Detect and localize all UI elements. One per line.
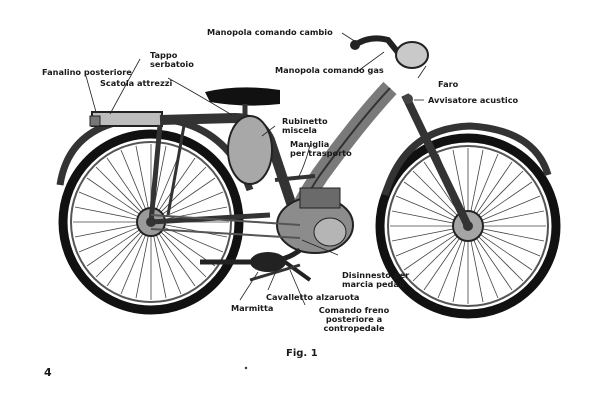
label-stand: Cavalletto alzaruota xyxy=(266,292,360,302)
figure-caption: Fig. 1 xyxy=(286,348,318,359)
headlight xyxy=(395,41,429,69)
front-fork xyxy=(401,93,472,228)
label-fuel-cap-2: serbatoio xyxy=(150,59,194,69)
rear-light xyxy=(89,115,101,127)
label-brake-1: Comando freno xyxy=(318,305,390,315)
pedal-crank xyxy=(283,260,312,282)
label-pedal-release-2: marcia pedali xyxy=(342,279,405,289)
label-headlight: Faro xyxy=(438,79,459,89)
label-rear-light: Fanalino posteriore xyxy=(42,67,132,77)
horn xyxy=(403,94,413,104)
muffler xyxy=(250,252,286,272)
page-number: 4 xyxy=(44,366,52,379)
carry-handle xyxy=(274,174,316,182)
gear-grip xyxy=(350,40,360,50)
label-fuel-tap-1: Rubinetto xyxy=(282,116,328,126)
fuel-tank xyxy=(227,115,273,185)
saddle xyxy=(205,87,280,106)
label-horn: Avvisatore acustico xyxy=(428,95,519,105)
label-pedal-release-1: Disinnesto per xyxy=(342,270,410,280)
label-gas-grip: Manopola comando gas xyxy=(275,65,384,75)
label-brake-3: contropedale xyxy=(323,323,385,333)
chain xyxy=(150,214,301,239)
label-handle-2: per trasporto xyxy=(290,148,352,158)
front-mudguard xyxy=(381,122,552,197)
label-tool-box: Scatola attrezzi xyxy=(100,78,173,88)
tool-box xyxy=(91,111,163,127)
label-brake-2: posteriore a xyxy=(325,314,383,324)
label-gear-grip: Manopola comando cambio xyxy=(207,27,333,37)
label-fuel-tap-2: miscela xyxy=(282,125,317,135)
label-muffler: Marmitta xyxy=(231,303,274,313)
label-handle-1: Maniglia xyxy=(290,139,330,149)
engine xyxy=(276,187,354,254)
stand xyxy=(249,263,301,282)
label-fuel-cap-1: Tappo xyxy=(150,50,178,60)
leader-lines xyxy=(85,32,427,306)
handlebar xyxy=(353,35,403,57)
